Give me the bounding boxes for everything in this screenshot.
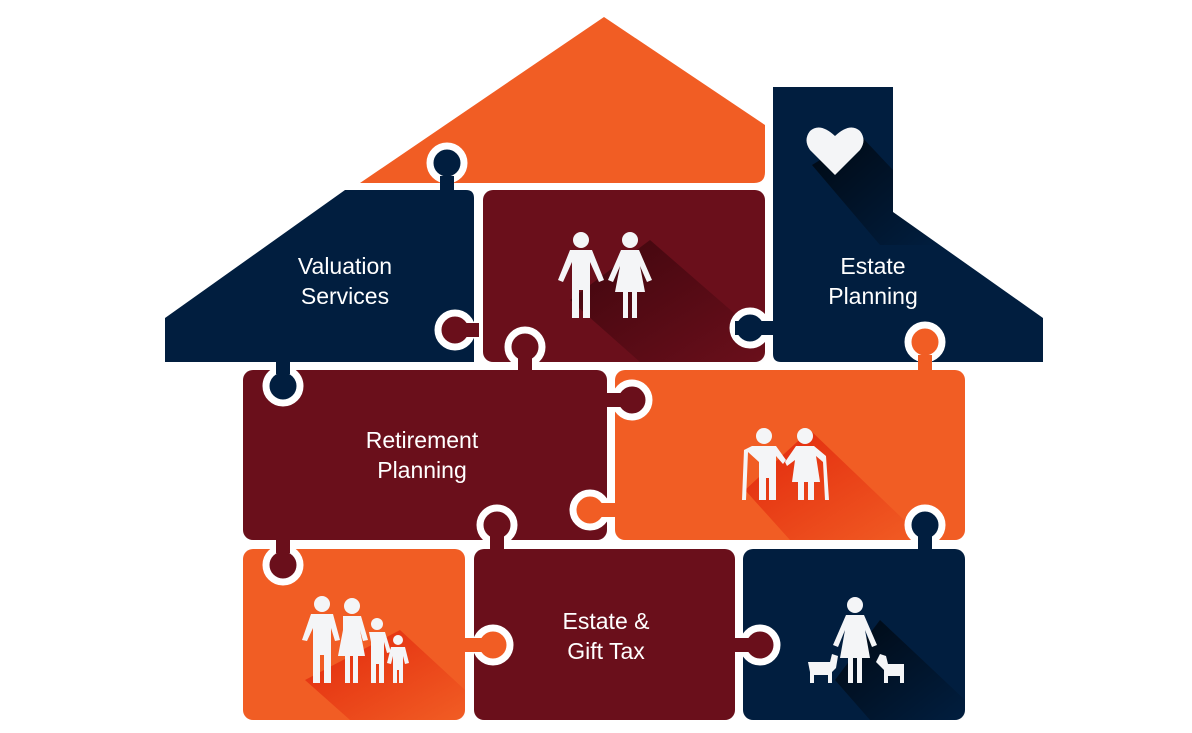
knob [426, 142, 468, 184]
couple-shadow [570, 240, 765, 362]
valuation-services-label-line2: Services [301, 283, 389, 309]
couple-icon [558, 232, 652, 318]
retirement-planning-label: Retirement [366, 427, 479, 453]
person-with-pets-icon [808, 597, 904, 683]
family-icon [302, 596, 409, 683]
family-shadow [305, 630, 465, 720]
dog-icon [808, 654, 838, 683]
knob [904, 321, 946, 363]
heart-icon [806, 127, 864, 175]
estate-gift-tax-label: Estate & [563, 608, 650, 634]
knob-necks [276, 176, 932, 652]
retirement-planning-label-line2: Planning [377, 457, 467, 483]
roof-piece [360, 17, 765, 183]
valuation-services-label: Valuation [298, 253, 392, 279]
dog-icon [876, 654, 904, 683]
estate-gift-tax-piece [474, 549, 735, 720]
knob [262, 365, 304, 407]
puzzle-knobs [262, 142, 946, 666]
valuation-services-piece [165, 190, 474, 362]
knob [262, 544, 304, 586]
retirement-planning-piece [243, 370, 607, 540]
estate-planning-label: Estate [840, 253, 905, 279]
elderly-couple-icon [742, 428, 829, 500]
estate-planning-label-line2: Planning [828, 283, 918, 309]
estate-gift-tax-label-line2: Gift Tax [567, 638, 645, 664]
